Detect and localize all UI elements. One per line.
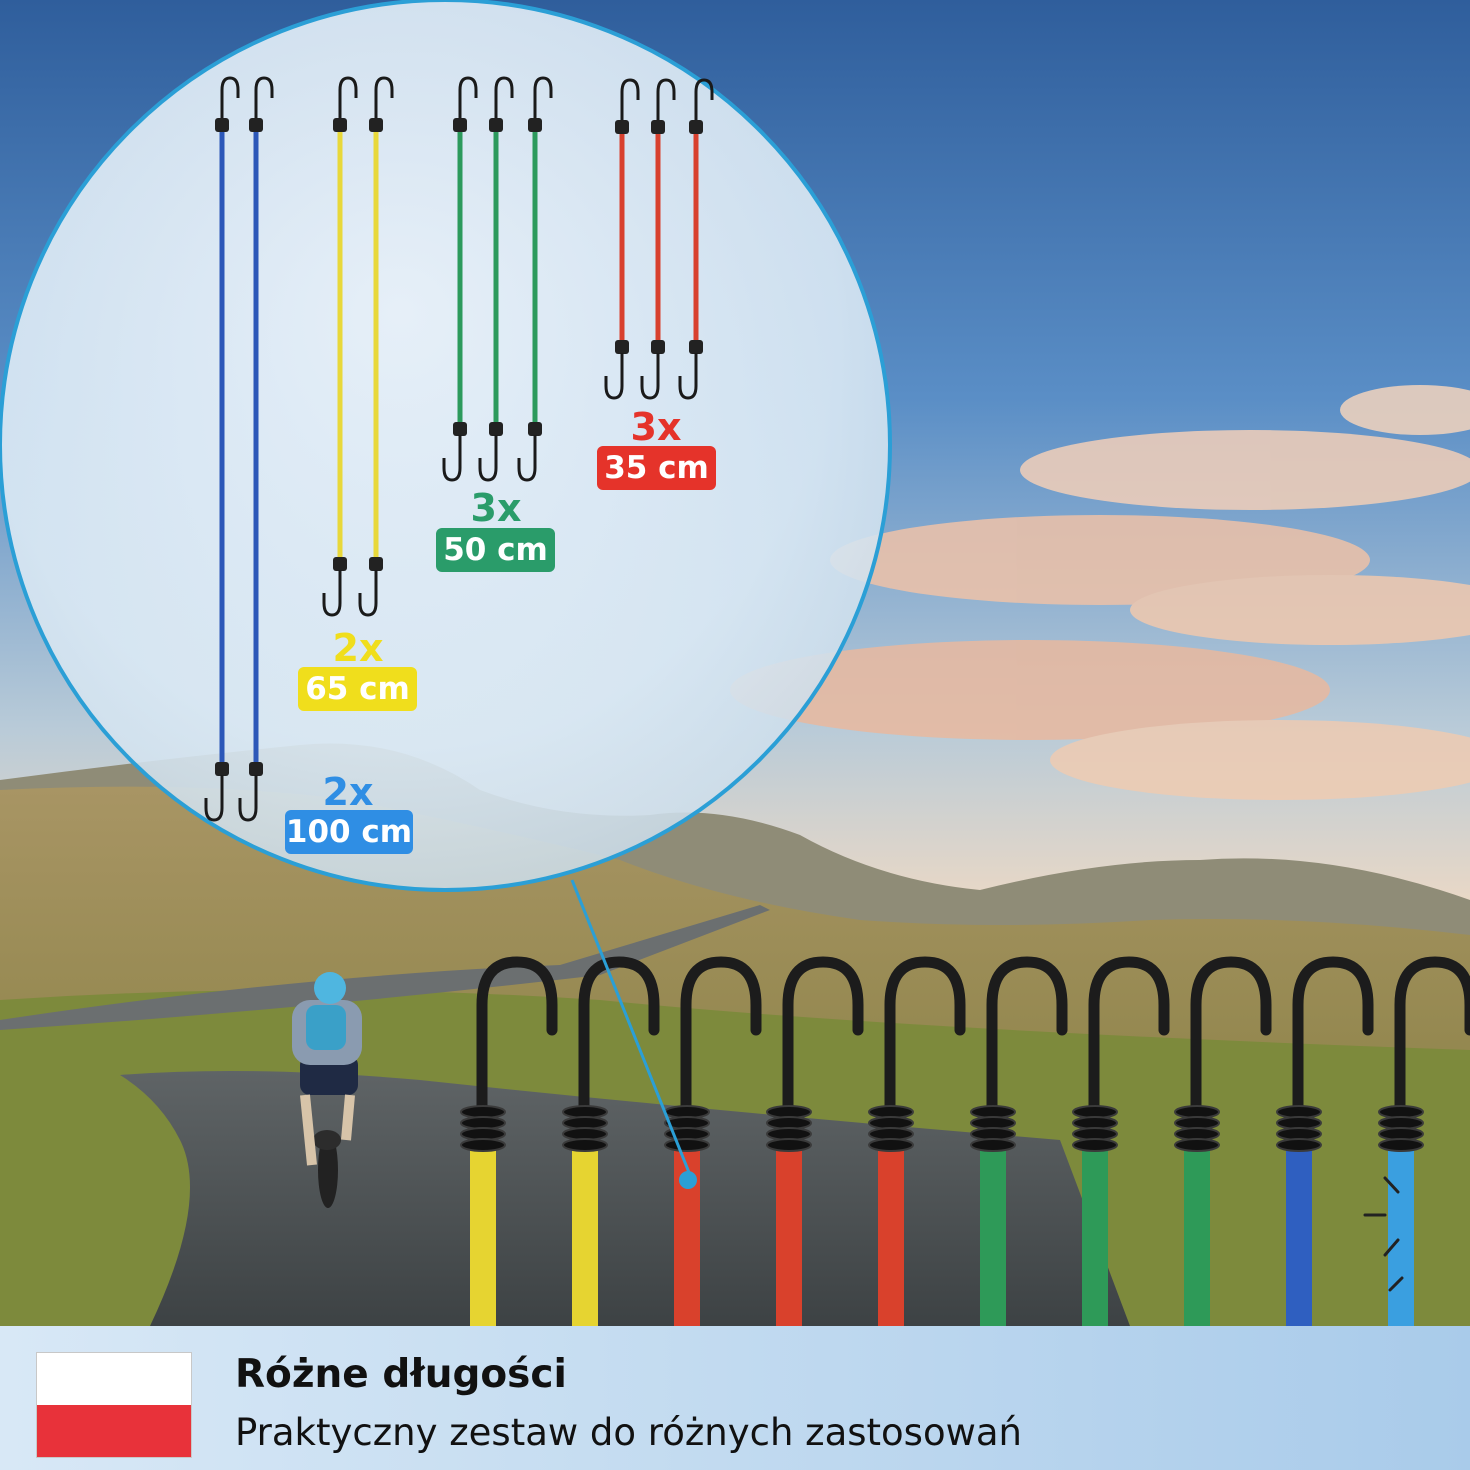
bungee-cord (358, 76, 394, 617)
bungee-cord (478, 76, 514, 482)
sparkle-icon (1363, 1176, 1404, 1292)
bungee-hook (1072, 956, 1170, 1326)
label-blue-length: 100 cm (285, 810, 413, 854)
bungee-hook (970, 956, 1068, 1326)
bungee-hook (1378, 956, 1470, 1326)
magnifier-circle (0, 0, 892, 892)
bungee-cord (604, 78, 640, 400)
flag-red-stripe (37, 1405, 191, 1457)
road (0, 905, 770, 1030)
label-green-qty: 3x (470, 486, 522, 530)
bungee-cord (442, 76, 478, 482)
label-yellow-qty: 2x (332, 626, 384, 670)
bungee-cord (204, 76, 240, 822)
poland-flag-icon (37, 1353, 191, 1457)
bungee-cord (678, 78, 714, 400)
banner-title: Różne długości (235, 1352, 567, 1397)
clouds (730, 385, 1470, 800)
bungee-hooks-row (460, 956, 1470, 1326)
label-green-length: 50 cm (436, 528, 555, 572)
bungee-hook (868, 956, 966, 1326)
bungee-hook (1276, 956, 1374, 1326)
banner-subtitle: Praktyczny zestaw do różnych zastosowań (235, 1411, 1022, 1454)
magnifier-pointer-line (570, 879, 694, 1181)
info-banner (0, 1326, 1470, 1470)
label-blue-qty: 2x (322, 770, 374, 814)
bungee-cord (238, 76, 274, 822)
bungee-cord (517, 76, 553, 482)
label-red-qty: 3x (630, 405, 682, 449)
bungee-hook (562, 956, 660, 1326)
cyclist (292, 972, 362, 1208)
bungee-cord (640, 78, 676, 400)
bungee-cord (322, 76, 358, 617)
magnifier-pointer-dot (679, 1171, 697, 1189)
bungee-hook (1174, 956, 1272, 1326)
label-red-length: 35 cm (597, 446, 716, 490)
bungee-hook (460, 956, 558, 1326)
bungee-hook (766, 956, 864, 1326)
label-yellow-length: 65 cm (298, 667, 417, 711)
flag-white-stripe (37, 1353, 191, 1405)
bungee-cords-set (204, 76, 714, 822)
